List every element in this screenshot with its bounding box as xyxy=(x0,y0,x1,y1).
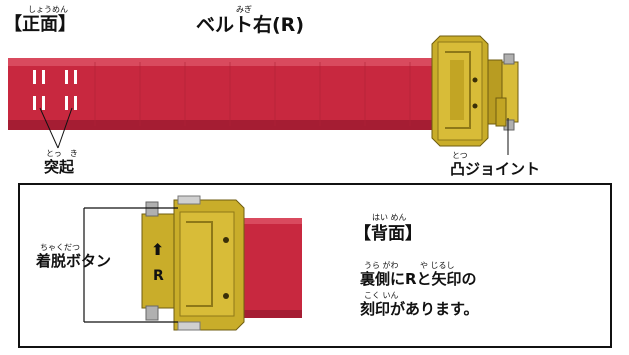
back-buckle xyxy=(141,195,245,331)
release-button-label: 着脱ボタン xyxy=(36,252,112,270)
belt-strap xyxy=(8,58,440,130)
desc-line1-ruby-b: や じるし xyxy=(420,261,455,270)
front-label: 【正面】 xyxy=(4,14,76,35)
protrusion-label: 突起 xyxy=(44,158,75,176)
arrow-up-icon: ⬆ xyxy=(151,240,165,259)
belt-buckle xyxy=(431,35,519,147)
back-label: 【背面】 xyxy=(354,224,422,244)
protrusion-leader-lines xyxy=(39,107,73,149)
front-label-ruby: しょうめん xyxy=(28,5,68,14)
description-line-2: 刻印があります。 xyxy=(360,300,479,318)
desc-line2-ruby: こく いん xyxy=(364,291,399,300)
diagram-title: ベルト右(R) xyxy=(196,14,304,36)
release-ruby: ちゃくだつ xyxy=(40,243,80,252)
description-line-1: 裏側にRと矢印の xyxy=(360,270,477,288)
protrusion-ruby: とっ き xyxy=(46,149,78,158)
release-bracket xyxy=(83,207,178,323)
back-strap xyxy=(240,218,302,318)
back-view-panel xyxy=(18,183,612,348)
r-engraving: R xyxy=(153,268,164,284)
back-label-ruby: はい めん xyxy=(372,213,407,222)
protrusion-marks xyxy=(33,70,77,110)
desc-line1-ruby-a: うら がわ xyxy=(364,261,399,270)
joint-label: 凸ジョイント xyxy=(450,160,541,178)
joint-ruby: とつ xyxy=(452,151,468,160)
title-ruby: みぎ xyxy=(236,5,252,14)
